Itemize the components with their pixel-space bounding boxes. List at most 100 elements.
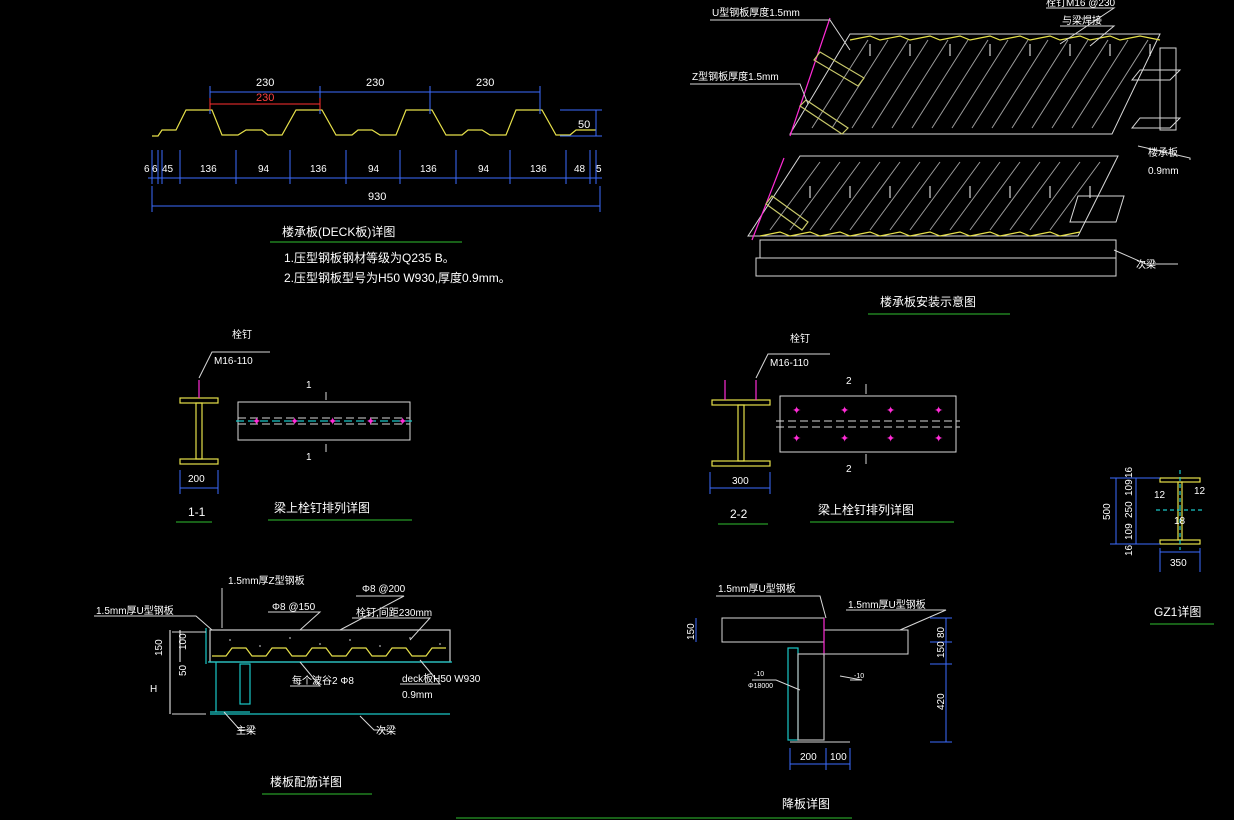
svg-text:✦: ✦ xyxy=(792,405,801,417)
slab-label-deck: deck板H50 W930 xyxy=(402,672,481,685)
gz1-title: GZ1详图 xyxy=(1154,604,1201,619)
stud1-label: 栓钉 xyxy=(232,328,252,341)
drop-dim-80: 80 xyxy=(936,626,947,638)
svg-text:✦: ✦ xyxy=(290,416,299,428)
install-label-weld: 与梁焊接 xyxy=(1062,14,1102,27)
stud1-title: 梁上栓钉排列详图 xyxy=(274,500,370,515)
gz1-web-dim-3: 18 xyxy=(1174,516,1186,527)
upper-deck-panel xyxy=(789,33,1161,135)
slab-label-rebar2: Φ8 @200 xyxy=(362,584,406,595)
svg-text:✦: ✦ xyxy=(886,405,895,417)
install-label-z: Z型钢板厚度1.5mm xyxy=(692,70,779,83)
drop-title: 降板详图 xyxy=(782,796,830,811)
stud1-sec-bot: 1 xyxy=(306,452,312,463)
stud1-sec-top: 1 xyxy=(306,380,312,391)
drop-weld-3: -10 xyxy=(854,673,864,680)
svg-text:✦: ✦ xyxy=(792,433,801,445)
stud2-label: 栓钉 xyxy=(790,332,810,345)
deck-top-dim-1: 230 xyxy=(256,77,274,89)
install-diagram: U型钢板厚度1.5mm Z型钢板厚度1.5mm 栓钉M16 @230 与梁焊接 … xyxy=(690,0,1191,315)
gz1-web-dim-2: 12 xyxy=(1194,486,1206,497)
deck-bottom-dim-3: 45 xyxy=(162,164,174,175)
drop-dim-420: 420 xyxy=(936,693,947,710)
gz1-dim-v-1: 16 xyxy=(1124,466,1135,478)
deck-bottom-dim-12: 5 xyxy=(596,164,602,175)
deck-height-dim: 50 xyxy=(578,119,590,131)
deck-bottom-dim-5: 94 xyxy=(258,164,270,175)
stud2-section-label: 2-2 xyxy=(730,507,748,521)
deck-bottom-dim-8: 136 xyxy=(420,164,437,175)
deck-profile-line xyxy=(152,109,596,137)
svg-text:✦: ✦ xyxy=(366,416,375,428)
deck-profile-detail: 230 230 230 230 50 6 6 xyxy=(144,77,602,285)
stud2-size: M16-110 xyxy=(770,358,809,369)
drop-dim-100: 100 xyxy=(830,752,847,763)
slab-label-z: 1.5mm厚Z型钢板 xyxy=(228,574,305,587)
slab-label-thk: 0.9mm xyxy=(402,690,433,701)
deck-bottom-dim-9: 94 xyxy=(478,164,490,175)
stud2-width-dim: 300 xyxy=(732,476,749,487)
gz1-dim-v-3: 250 xyxy=(1124,501,1135,518)
svg-text:✦: ✦ xyxy=(328,416,337,428)
lower-deck-panel xyxy=(747,155,1119,237)
gz1-dim-v-2: 109 xyxy=(1124,479,1135,496)
svg-text:✦: ✦ xyxy=(934,433,943,445)
deck-total-dim: 930 xyxy=(368,191,386,203)
gz1-dim-v-4: 109 xyxy=(1124,523,1135,540)
install-title: 楼承板安装示意图 xyxy=(880,294,976,309)
slab-dim-50: 50 xyxy=(178,664,189,676)
deck-bottom-dim-6: 136 xyxy=(310,164,327,175)
stud-detail-1: 栓钉 M16-110 200 ✦ ✦ ✦ ✦ ✦ 1 1 1-1 梁上栓钉排列详… xyxy=(176,328,414,523)
slab-label-main: 主梁 xyxy=(236,724,256,737)
stud-detail-2: 栓钉 M16-110 300 ✦ ✦ ✦ ✦ ✦ ✦ ✦ ✦ 2 2 2-2 梁… xyxy=(709,332,960,525)
slab-label-sub: 次梁 xyxy=(376,724,396,737)
svg-text:✦: ✦ xyxy=(934,405,943,417)
deck-top-dim-3: 230 xyxy=(476,77,494,89)
deck-bottom-dim-11: 48 xyxy=(574,164,586,175)
deck-bottom-dim-4: 136 xyxy=(200,164,217,175)
stud1-width-dim: 200 xyxy=(188,474,205,485)
stud2-title: 梁上栓钉排列详图 xyxy=(818,502,914,517)
stud1-section-label: 1-1 xyxy=(188,505,206,519)
gz1-web-dim-1: 12 xyxy=(1154,490,1166,501)
drop-dim-150l: 150 xyxy=(686,623,697,640)
drop-weld-2: Φ18000 xyxy=(748,683,773,690)
svg-text:✦: ✦ xyxy=(840,405,849,417)
slab-label-stud: 栓钉,间距230mm xyxy=(356,606,432,619)
drop-dim-150r: 150 xyxy=(936,641,947,658)
deck-red-dim: 230 xyxy=(256,92,274,104)
stud2-sec-bot: 2 xyxy=(846,464,852,475)
svg-text:✦: ✦ xyxy=(252,416,261,428)
drop-label-u1: 1.5mm厚U型钢板 xyxy=(718,582,796,595)
drop-dim-200: 200 xyxy=(800,752,817,763)
deck-bottom-dim-10: 136 xyxy=(530,164,547,175)
deck-top-dim-2: 230 xyxy=(366,77,384,89)
drop-weld-1: -10 xyxy=(754,671,764,678)
stud1-size: M16-110 xyxy=(214,356,253,367)
deck-note-2: 2.压型钢板型号为H50 W930,厚度0.9mm。 xyxy=(284,270,511,285)
gz1-height-dim: 500 xyxy=(1102,503,1113,520)
deck-bottom-dim-2: 6 xyxy=(152,164,158,175)
svg-text:✦: ✦ xyxy=(886,433,895,445)
deck-bottom-dim-7: 94 xyxy=(368,164,380,175)
deck-bottom-dim-1: 6 xyxy=(144,164,150,175)
slab-title: 楼板配筋详图 xyxy=(270,774,342,789)
deck-note-1: 1.压型钢板钢材等级为Q235 B。 xyxy=(284,251,455,265)
gz1-dim-v-5: 16 xyxy=(1124,544,1135,556)
svg-text:✦: ✦ xyxy=(840,433,849,445)
slab-label-rebar1: Φ8 @150 xyxy=(272,602,316,613)
drop-label-u2: 1.5mm厚U型钢板 xyxy=(848,598,926,611)
stud2-sec-top: 2 xyxy=(846,376,852,387)
drop-slab-detail: 1.5mm厚U型钢板 1.5mm厚U型钢板 150 80 150 420 200… xyxy=(456,582,952,819)
install-label-thk: 0.9mm xyxy=(1148,166,1179,177)
svg-text:✦: ✦ xyxy=(398,416,407,428)
install-label-deck: 楼承板 xyxy=(1148,146,1178,159)
slab-dim-100: 100 xyxy=(178,633,189,650)
gz1-width-dim: 350 xyxy=(1170,558,1187,569)
install-label-beam: 次梁 xyxy=(1136,258,1156,271)
slab-label-wave: 每个波谷2 Φ8 xyxy=(292,674,354,687)
slab-label-u: 1.5mm厚U型钢板 xyxy=(96,604,174,617)
slab-dim-150: 150 xyxy=(154,639,165,656)
gz1-detail: 500 16 109 250 109 16 12 12 18 350 GZ1详图 xyxy=(1102,466,1214,625)
